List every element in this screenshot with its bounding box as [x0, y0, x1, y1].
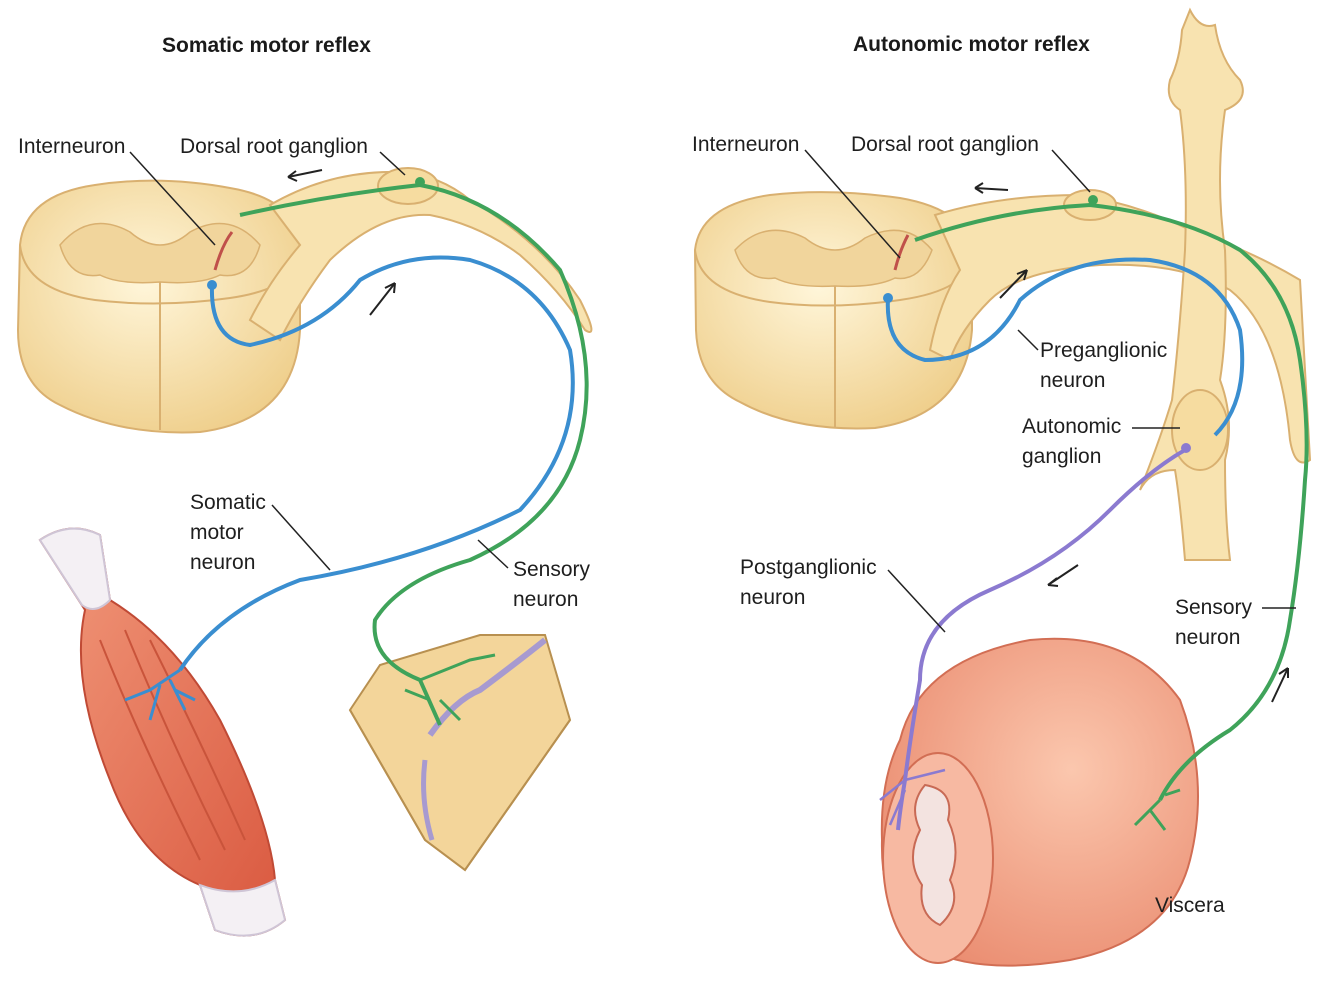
somatic-sensory-neuron-label: Sensory neuron: [513, 555, 590, 615]
autonomic-sensory-neuron-label: Sensory neuron: [1175, 593, 1252, 653]
label-line: ganglion: [1022, 445, 1102, 468]
autonomic-arrow-sensory: [1271, 667, 1289, 703]
somatic-drg-label: Dorsal root ganglion: [180, 135, 368, 158]
somatic-spinal-cord: [16, 179, 301, 434]
label-line: Sensory: [1175, 596, 1253, 619]
somatic-motor-neuron-label: Somatic motor neuron: [190, 488, 266, 578]
somatic-interneuron-label: Interneuron: [18, 135, 126, 158]
label-line: Autonomic: [1022, 415, 1122, 438]
label-line: neuron: [1040, 369, 1106, 392]
somatic-muscle: [38, 527, 287, 937]
autonomic-arrow-pre: [999, 269, 1028, 299]
label-line: Postganglionic: [740, 556, 877, 579]
autonomic-drg-label: Dorsal root ganglion: [851, 133, 1039, 156]
label-line: motor: [190, 521, 244, 544]
somatic-skin-block: [348, 634, 572, 872]
label-line: Preganglionic: [1040, 339, 1168, 362]
label-line: neuron: [190, 551, 256, 574]
label-line: neuron: [1175, 626, 1241, 649]
autonomic-interneuron-label: Interneuron: [692, 133, 800, 156]
label-line: Sensory: [513, 558, 591, 581]
somatic-motor-neuron: [124, 255, 575, 721]
preganglionic-neuron-path: [883, 257, 1245, 437]
autonomic-ganglion-label: Autonomic ganglion: [1022, 412, 1121, 472]
somatic-sensory-neuron: [239, 177, 589, 726]
autonomic-title: Autonomic motor reflex: [853, 33, 1090, 56]
label-line: Somatic: [190, 491, 266, 514]
postganglionic-neuron-label: Postganglionic neuron: [740, 553, 877, 613]
viscera-label: Viscera: [1155, 894, 1225, 917]
label-line: neuron: [740, 586, 806, 609]
leader-lines: [129, 149, 1296, 633]
autonomic-interneuron: [893, 234, 910, 271]
autonomic-sensory-neuron: [914, 195, 1309, 831]
somatic-title: Somatic motor reflex: [162, 34, 371, 57]
viscera-organ: [880, 637, 1199, 967]
label-line: neuron: [513, 588, 579, 611]
somatic-arrow-motor: [287, 169, 323, 178]
autonomic-arrow-motor: [974, 187, 1009, 191]
somatic-arrow-sensory: [369, 282, 396, 316]
preganglionic-neuron-label: Preganglionic neuron: [1040, 336, 1167, 396]
somatic-interneuron: [213, 231, 234, 271]
postganglionic-neuron-path: [879, 443, 1191, 831]
autonomic-spinal-cord: [693, 191, 973, 430]
somatic-nerve-root: [248, 167, 593, 342]
